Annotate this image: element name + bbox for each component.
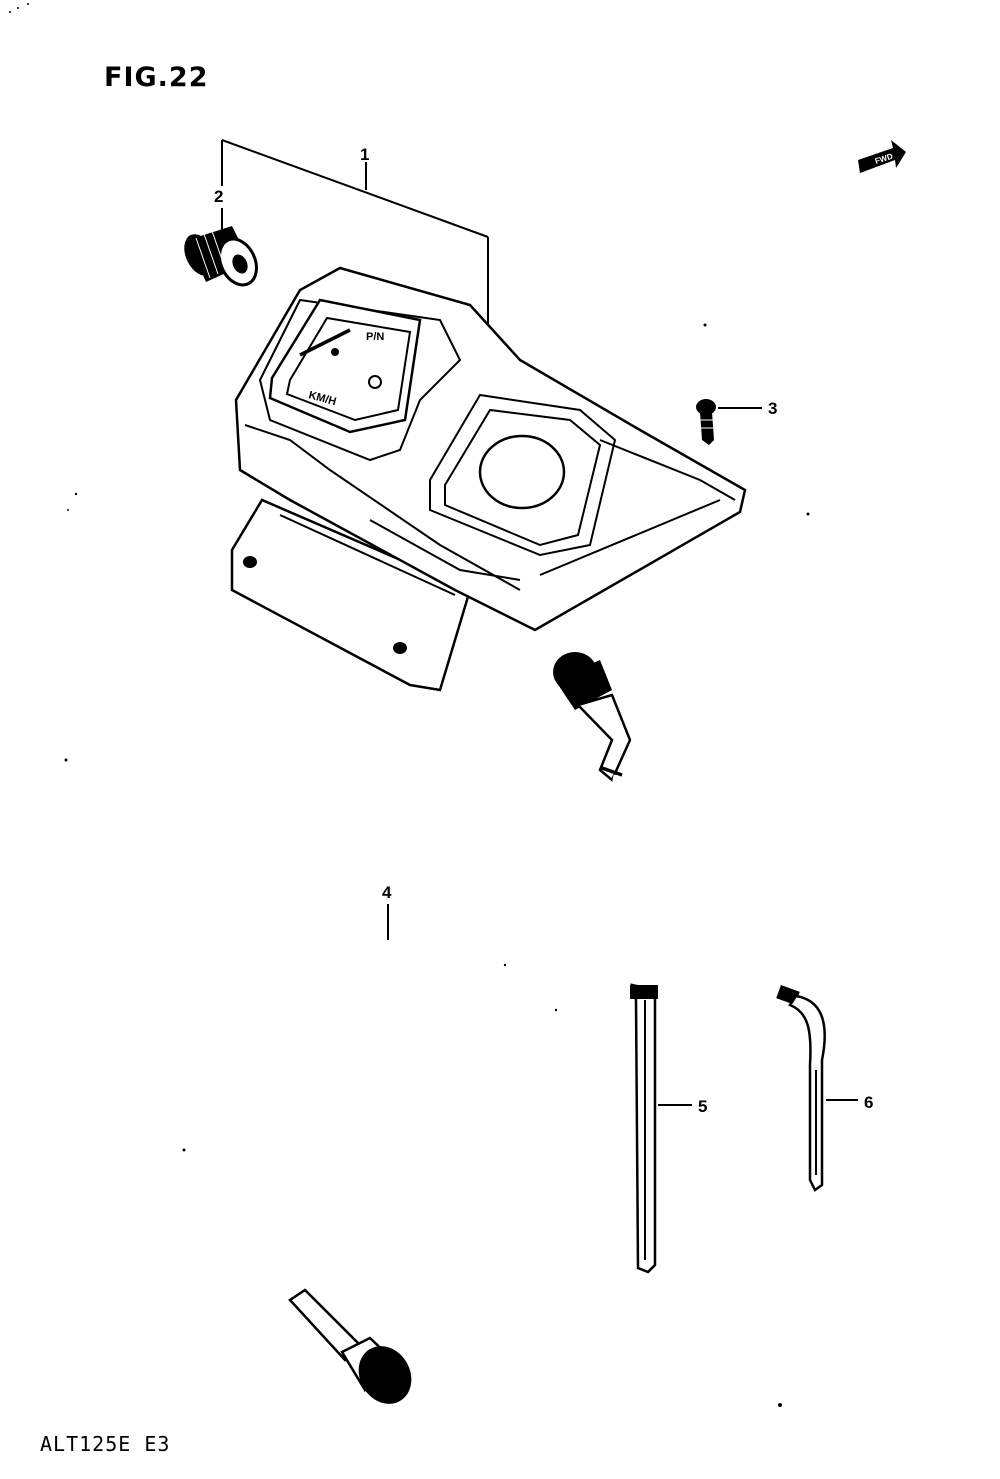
callout-number-6: 6: [864, 1093, 873, 1112]
callout-4: 4: [382, 883, 392, 940]
forward-arrow-icon: FWD: [858, 140, 906, 173]
callout-2: 2: [214, 187, 223, 235]
knob-part: [184, 226, 258, 287]
callout-number-3: 3: [768, 399, 777, 418]
cable-band-part: [630, 983, 658, 1274]
meter-housing: P/N KM/H: [230, 266, 747, 692]
callout-6: 6: [826, 1093, 873, 1112]
figure-title: FIG.22: [104, 62, 209, 93]
callout-number-2: 2: [214, 187, 223, 206]
clamp-part: [776, 985, 826, 1192]
callout-number-5: 5: [698, 1097, 707, 1116]
callout-number-1: 1: [360, 145, 369, 164]
speedometer-cable: [193, 652, 632, 1404]
callout-number-4: 4: [382, 883, 392, 902]
svg-text:P/N: P/N: [366, 331, 384, 343]
screw-part: [696, 399, 716, 445]
callout-5: 5: [658, 1097, 707, 1116]
model-label: ALT125E E3: [40, 1432, 171, 1456]
scan-specks: [9, 3, 810, 1407]
callout-3: 3: [718, 399, 777, 418]
